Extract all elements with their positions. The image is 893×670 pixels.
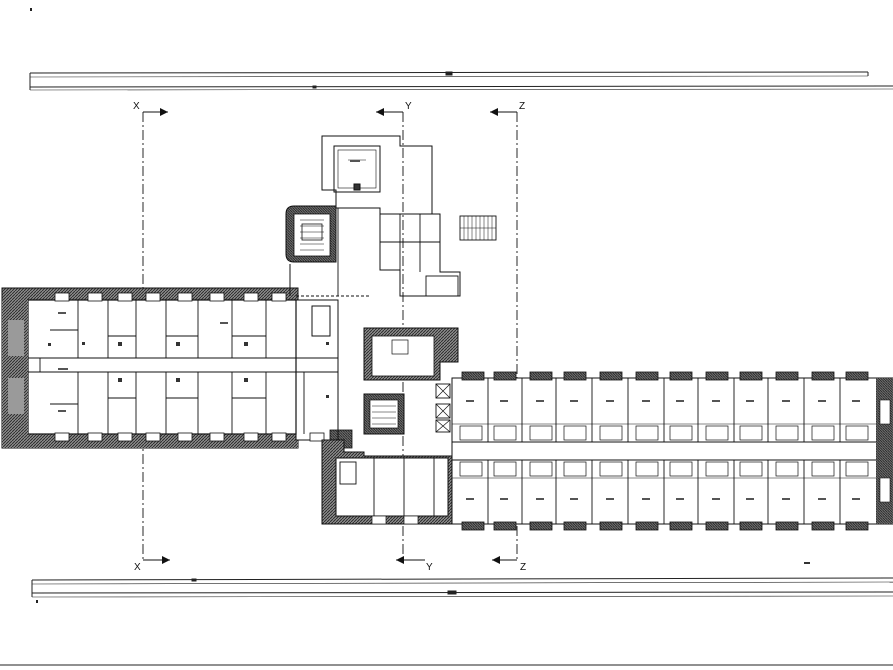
section-label-z-bottom: Z [520, 562, 526, 573]
corner-mark [36, 600, 38, 603]
mark [804, 562, 810, 564]
east-wing-rooms [452, 378, 876, 524]
section-marker-x-top: X [133, 101, 168, 116]
central-block [289, 135, 461, 440]
stair-external-ne [459, 215, 497, 241]
east-wing-bays-bottom [461, 521, 869, 531]
left-wing [1, 287, 353, 449]
corner-mark [30, 8, 32, 11]
central-core [363, 327, 459, 435]
east-wing-bays-top [461, 371, 869, 381]
section-label-x-bottom: X [134, 562, 141, 573]
section-marker-y-bottom: Y [396, 556, 433, 573]
section-marker-z-top: Z [490, 101, 525, 116]
stair-circular-nw [285, 205, 337, 263]
section-label-y-bottom: Y [426, 562, 433, 573]
left-wing-rooms [39, 300, 305, 434]
room-tags [58, 160, 860, 500]
left-wing-window-bays-top [54, 292, 287, 302]
east-wing-bathrooms [459, 425, 869, 477]
south-central-block [321, 439, 455, 525]
east-wing [451, 377, 893, 525]
section-marker-x-bottom: X [134, 556, 170, 573]
section-label-y-top: Y [405, 101, 412, 112]
section-marker-z-bottom: Z [492, 556, 526, 573]
site-boundary-top [29, 71, 893, 91]
section-marker-y-top: Y [376, 101, 412, 116]
section-label-x-top: X [133, 101, 140, 112]
left-wing-fixtures [48, 342, 329, 398]
site-boundary-bottom [31, 577, 893, 598]
section-label-z-top: Z [519, 101, 525, 112]
left-wing-window-bays-bottom [54, 432, 325, 442]
